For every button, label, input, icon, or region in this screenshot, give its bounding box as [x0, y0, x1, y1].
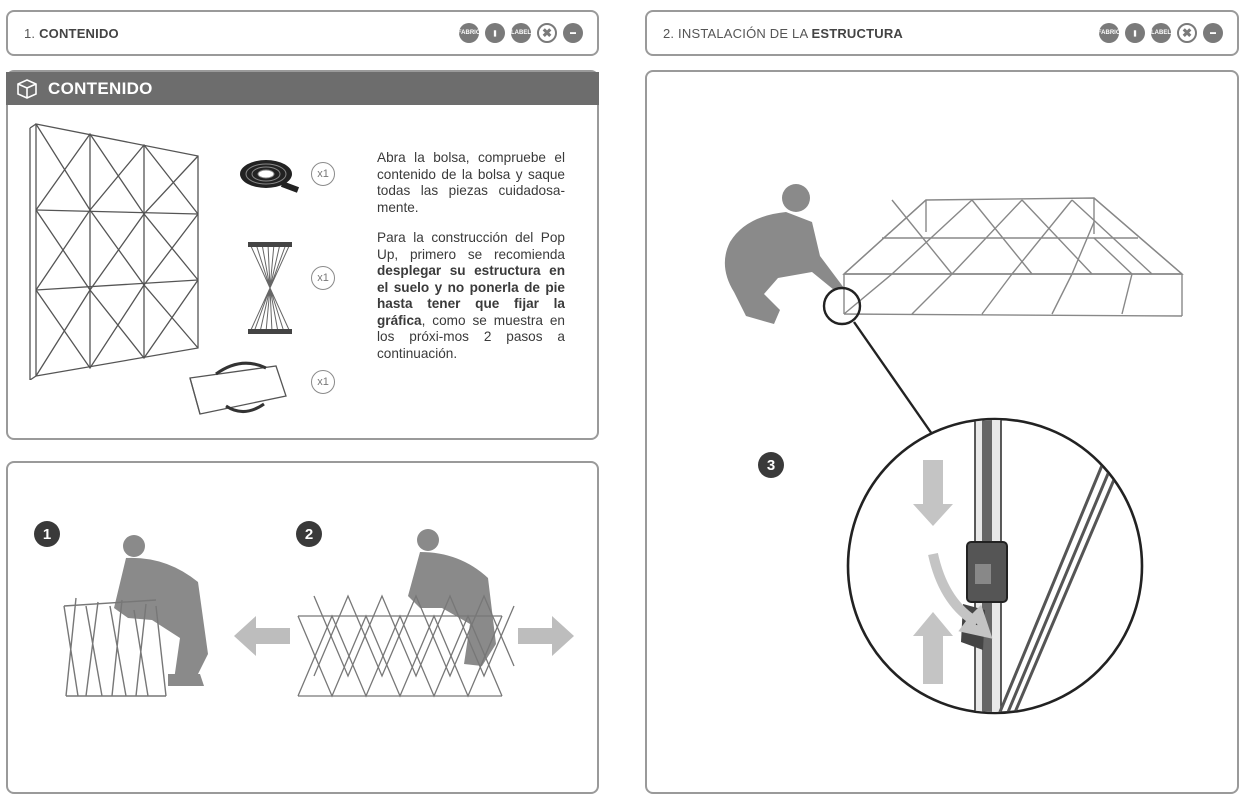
right-header-label: ESTRUCTURA	[811, 25, 904, 41]
step-badge: 2	[296, 521, 322, 547]
quantity-badge: x1	[311, 370, 335, 394]
no-bleach-icon: ✖	[537, 23, 557, 43]
no-bleach-icon: ✖	[1177, 23, 1197, 43]
step-badge: 3	[758, 452, 784, 478]
zoom-callout-lines	[822, 286, 933, 435]
right-header-icons: FABRIC ❚ LABEL ✖ ▬	[1098, 23, 1223, 43]
description-text: Para la construcción del Pop Up, primero…	[377, 230, 565, 262]
carry-bag-illustration	[189, 361, 287, 415]
cable-coil-illustration	[240, 160, 300, 193]
quantity-badge: x1	[311, 266, 335, 290]
crouching-person-illustration	[724, 184, 844, 324]
content-bar-title: CONTENIDO	[48, 78, 153, 98]
assembled-frame-illustration	[842, 197, 1184, 317]
frame-illustration	[29, 123, 199, 380]
description-paragraph-1: Abra la bolsa, compruebe el contenido de…	[377, 150, 565, 215]
step-2-illustration	[297, 529, 515, 698]
description-paragraph-2: Para la construcción del Pop Up, primero…	[377, 230, 565, 362]
label-icon: LABEL	[1151, 23, 1171, 43]
left-arrow-icon	[234, 616, 290, 656]
label-icon: LABEL	[511, 23, 531, 43]
quantity-badge: x1	[311, 162, 335, 186]
box-icon: ▬	[563, 23, 583, 43]
right-header-prefix: 2. INSTALACIÓN DE LA	[663, 25, 808, 41]
left-header-icons: FABRIC ❚ LABEL ✖ ▬	[458, 23, 583, 43]
fabric-icon: FABRIC	[458, 23, 480, 43]
left-header-title: 1. CONTENIDO	[24, 26, 119, 41]
description-bold-text: desplegar su estructura en el suelo y no…	[377, 263, 565, 328]
step-badge: 1	[34, 521, 60, 547]
step-1-illustration	[63, 535, 208, 697]
leaf-icon: ❚	[485, 23, 505, 43]
right-header: 2. INSTALACIÓN DE LA ESTRUCTURA FABRIC ❚…	[645, 10, 1239, 56]
leaf-icon: ❚	[1125, 23, 1145, 43]
left-header-label: CONTENIDO	[39, 25, 119, 41]
box-icon	[17, 78, 37, 99]
right-header-title: 2. INSTALACIÓN DE LA ESTRUCTURA	[663, 26, 903, 41]
clip-detail-illustration	[846, 417, 1144, 715]
description-text: , como se muestra en los próxi-mos 2 pas…	[377, 312, 565, 361]
left-header: 1. CONTENIDO FABRIC ❚ LABEL ✖ ▬	[6, 10, 599, 56]
right-arrow-icon	[518, 616, 574, 656]
box-icon: ▬	[1203, 23, 1223, 43]
fabric-icon: FABRIC	[1098, 23, 1120, 43]
left-header-number: 1.	[24, 25, 36, 41]
content-description: Abra la bolsa, compruebe el contenido de…	[377, 150, 565, 376]
content-panel	[6, 70, 599, 440]
folded-frame-illustration	[248, 242, 292, 334]
content-bar: CONTENIDO	[6, 72, 599, 105]
